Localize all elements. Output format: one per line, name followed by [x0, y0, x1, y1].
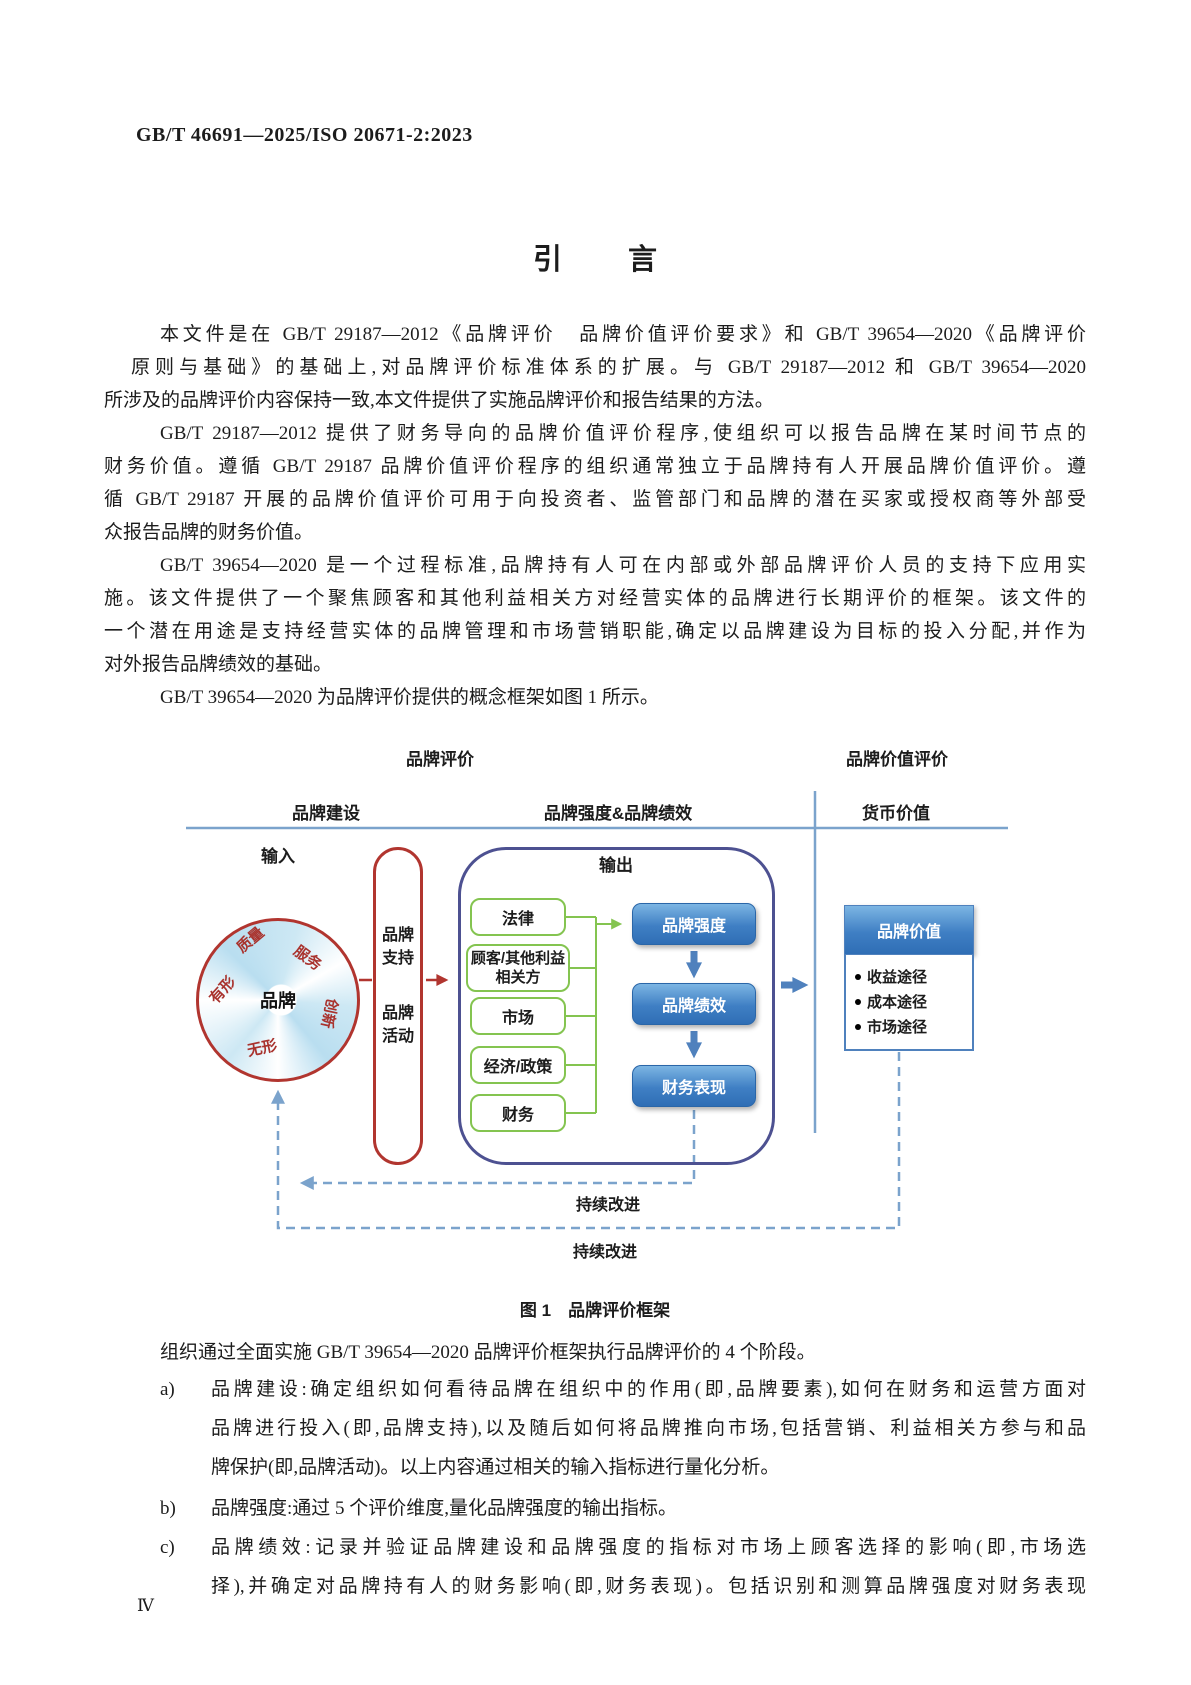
figure-label-brand-value-evaluation: 品牌价值评价: [846, 750, 948, 769]
bullet-icon: [855, 1023, 861, 1030]
brand-strength-box: 品牌强度: [632, 903, 756, 945]
list-item-b: 品牌强度:通过 5 个评价维度,量化品牌强度的输出指标。: [211, 1489, 1086, 1528]
paragraph-2: GB/T 29187—2012 提供了财务导向的品牌价值评价程序,使组织可以报告…: [104, 417, 1086, 549]
dimension-market-box: 市场: [470, 997, 566, 1035]
page-number: Ⅳ: [137, 1596, 154, 1615]
figure-label-strength-performance: 品牌强度&品牌绩效: [543, 804, 693, 823]
bullet-icon: [855, 973, 861, 980]
brand-swirl-circle: 品牌 质量 服务 有形 创新 无形: [196, 918, 360, 1082]
list-line: 品牌建设:确定组织如何看待品牌在组织中的作用(即,品牌要素),如何在财务和运营方…: [211, 1379, 1086, 1400]
standard-number: GB/T 46691—2025/ISO 20671-2:2023: [136, 124, 473, 146]
list-line: 品牌绩效:记录并验证品牌建设和品牌强度的指标对市场上顾客选择的影响(即,市场选: [211, 1537, 1086, 1558]
paragraph-1: 本文件是在 GB/T 29187—2012《品牌评价 品牌价值评价要求》和 GB…: [104, 318, 1086, 417]
paragraph-line: 所涉及的品牌评价内容保持一致,本文件提供了实施品牌评价和报告结果的方法。: [104, 390, 774, 411]
paragraph-line: 循 GB/T 29187 开展的品牌价值评价可用于向投资者、监管部门和品牌的潜在…: [104, 489, 1086, 510]
brand-performance-box: 品牌绩效: [632, 983, 756, 1025]
continuous-improvement-label-2: 持续改进: [572, 1244, 638, 1261]
list-line: 牌保护(即,品牌活动)。以上内容通过相关的输入指标进行量化分析。: [211, 1457, 780, 1478]
service-label: 服务: [290, 942, 325, 975]
brand-activities-label: 品牌活动: [381, 1005, 414, 1045]
brand-support-activities-pill: 品牌支持 品牌活动: [373, 847, 423, 1165]
figure-label-monetary-value: 货币价值: [862, 804, 930, 823]
paragraph-line: 施。该文件提供了一个聚焦顾客和其他利益相关方对经营实体的品牌进行长期评价的框架。…: [104, 588, 1086, 609]
paragraph-line: 财务价值。遵循 GB/T 29187 品牌价值评价程序的组织通常独立于品牌持有人…: [104, 456, 1086, 477]
list-marker-c: c): [160, 1537, 175, 1558]
paragraph-line: GB/T 39654—2020 为品牌评价提供的概念框架如图 1 所示。: [160, 687, 659, 708]
approach-item-cost: 成本途径: [855, 989, 972, 1014]
title-char-2: 言: [628, 244, 658, 276]
paragraph-line: 一个潜在用途是支持经营实体的品牌管理和市场营销职能,确定以品牌建设为目标的投入分…: [104, 621, 1086, 642]
continuous-improvement-label-1: 持续改进: [575, 1197, 641, 1214]
paragraph-3: GB/T 39654—2020 是一个过程标准,品牌持有人可在内部或外部品牌评价…: [104, 549, 1086, 681]
paragraph-line: GB/T 39654—2020 是一个过程标准,品牌持有人可在内部或外部品牌评价…: [160, 555, 1086, 576]
figure-label-input: 输入: [261, 847, 295, 866]
list-marker-b: b): [160, 1498, 176, 1519]
dimension-economy-policy-box: 经济/政策: [470, 1046, 566, 1084]
approach-item-income: 收益途径: [855, 964, 972, 989]
paragraph-line: 本文件是在 GB/T 29187—2012《品牌评价 品牌价值评价要求》和 GB…: [160, 324, 1086, 345]
brand-value-approaches-box: 收益途径 成本途径 市场途径: [844, 955, 974, 1051]
figure-label-output: 输出: [599, 856, 633, 875]
financial-performance-box: 财务表现: [632, 1065, 756, 1107]
output-container-box: [458, 847, 775, 1165]
paragraph-line: 对外报告品牌绩效的基础。: [104, 654, 333, 675]
paragraph-5: 组织通过全面实施 GB/T 39654—2020 品牌评价框架执行品牌评价的 4…: [104, 1336, 1086, 1369]
dimension-legal-box: 法律: [470, 898, 566, 936]
dimension-customers-box: 顾客/其他利益相关方: [466, 944, 570, 992]
paragraph-line: 组织通过全面实施 GB/T 39654—2020 品牌评价框架执行品牌评价的 4…: [160, 1342, 816, 1363]
approach-item-market: 市场途径: [855, 1014, 972, 1039]
paragraph-line: GB/T 29187—2012 提供了财务导向的品牌价值评价程序,使组织可以报告…: [160, 423, 1086, 444]
brand-support-label: 品牌支持: [381, 927, 414, 967]
list-line: 择),并确定对品牌持有人的财务影响(即,财务表现)。包括识别和测算品牌强度对财务…: [211, 1576, 1086, 1597]
list-item-c: 品牌绩效:记录并验证品牌建设和品牌强度的指标对市场上顾客选择的影响(即,市场选 …: [211, 1528, 1086, 1606]
innovation-label: 创新: [317, 996, 341, 1030]
title-char-1: 引: [532, 244, 562, 276]
brand-value-header: 品牌价值: [844, 905, 974, 955]
list-line: 品牌强度:通过 5 个评价维度,量化品牌强度的输出指标。: [211, 1498, 678, 1519]
paragraph-line: 原则与基础》的基础上,对品牌评价标准体系的扩展。与 GB/T 29187—201…: [131, 357, 1086, 378]
brand-label: 品牌: [260, 991, 296, 1011]
figure-caption: 图 1 品牌评价框架: [519, 1301, 671, 1320]
bullet-icon: [855, 998, 861, 1005]
figure-label-brand-building: 品牌建设: [292, 804, 360, 823]
list-item-a: 品牌建设:确定组织如何看待品牌在组织中的作用(即,品牌要素),如何在财务和运营方…: [211, 1370, 1086, 1487]
section-title-introduction: 引 言: [533, 236, 657, 278]
list-line: 品牌进行投入(即,品牌支持),以及随后如何将品牌推向市场,包括营销、利益相关方参…: [211, 1418, 1086, 1439]
tangible-label: 有形: [206, 973, 240, 1008]
paragraph-line: 众报告品牌的财务价值。: [104, 522, 314, 543]
paragraph-4: GB/T 39654—2020 为品牌评价提供的概念框架如图 1 所示。: [104, 681, 1086, 714]
list-marker-a: a): [160, 1379, 175, 1400]
figure-label-brand-evaluation: 品牌评价: [406, 750, 474, 769]
intangible-label: 无形: [245, 1037, 279, 1060]
dimension-finance-box: 财务: [470, 1094, 566, 1132]
